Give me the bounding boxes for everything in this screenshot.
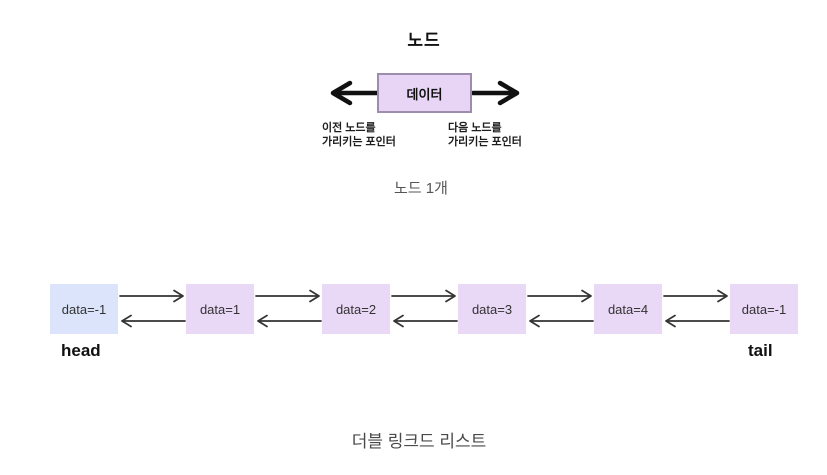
node-diagram-caption: 노드 1개 [394, 180, 448, 197]
head-label: head [61, 341, 101, 360]
next-pointer-label-line2: 가리키는 포인터 [448, 136, 522, 148]
next-pointer-label-line1: 다음 노드를 [448, 122, 502, 134]
prev-pointer-label-line1: 이전 노드를 [322, 122, 376, 134]
list-node-1: data=1 [186, 284, 254, 334]
next-pointer-label: 다음 노드를 가리키는 포인터 [448, 121, 522, 149]
prev-pointer-arrow-icon [330, 80, 380, 106]
node-diagram-title: 노드 [407, 31, 441, 50]
list-node-head: data=-1 [50, 284, 118, 334]
node-data-box: 데이터 [377, 73, 472, 113]
list-node-4: data=4 [594, 284, 662, 334]
list-node-2: data=2 [322, 284, 390, 334]
tail-label: tail [748, 341, 773, 360]
prev-pointer-label-line2: 가리키는 포인터 [322, 136, 396, 148]
next-pointer-arrow-icon [470, 80, 520, 106]
linked-list-caption: 더블 링크드 리스트 [351, 432, 487, 451]
prev-pointer-label: 이전 노드를 가리키는 포인터 [322, 121, 396, 149]
list-node-3: data=3 [458, 284, 526, 334]
list-node-tail: data=-1 [730, 284, 798, 334]
